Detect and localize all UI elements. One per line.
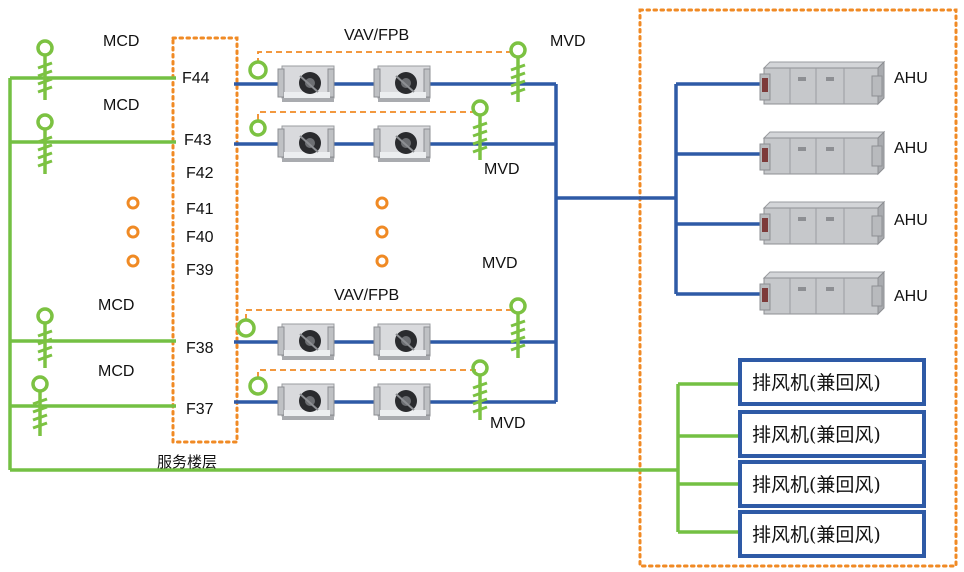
ahu-unit-icon	[759, 201, 885, 245]
ahu-label: AHU	[894, 288, 928, 305]
ahu-label: AHU	[894, 212, 928, 229]
exhaust-fan-box	[738, 358, 926, 406]
damper-icon	[509, 41, 527, 104]
ahu-unit-icon	[759, 131, 885, 175]
service-floor-boundary	[171, 36, 239, 444]
vav-controller-icons	[236, 60, 268, 396]
vav-box-icon	[277, 125, 335, 163]
vav-box-icon	[373, 125, 431, 163]
mcd-label: MCD	[103, 97, 139, 114]
mcd-label: MCD	[98, 363, 134, 380]
exhaust-fan-box	[738, 410, 926, 458]
floor-label-f39: F39	[186, 262, 214, 279]
floor-label-f37: F37	[186, 401, 214, 418]
service-floor-label: 服务楼层	[157, 453, 217, 471]
exhaust-fan-label: 排风机(兼回风)	[752, 524, 881, 546]
vav-box-icon	[277, 383, 335, 421]
exhaust-fan-box	[738, 510, 926, 558]
plant-room-boundary	[638, 8, 958, 568]
vav-box-icon	[373, 65, 431, 103]
floor-label-f38: F38	[186, 340, 214, 357]
vav-box-icon	[277, 323, 335, 361]
ahu-unit-icon	[759, 271, 885, 315]
floor-label-f44: F44	[182, 70, 210, 87]
damper-icon	[471, 99, 489, 162]
vav-fpb-label: VAV/FPB	[334, 287, 399, 304]
exhaust-fan-label: 排风机(兼回风)	[752, 372, 881, 394]
vav-box-icon	[373, 323, 431, 361]
exhaust-fan-box	[738, 460, 926, 508]
vav-fpb-label: VAV/FPB	[344, 27, 409, 44]
control-lines	[245, 51, 516, 378]
floor-label-f42: F42	[186, 165, 214, 182]
mcd-label: MCD	[98, 297, 134, 314]
mvd-label: MVD	[484, 161, 520, 178]
ahu-unit-icon	[759, 61, 885, 105]
ahu-label: AHU	[894, 140, 928, 157]
mvd-label: MVD	[550, 33, 586, 50]
floor-label-f41: F41	[186, 201, 214, 218]
ahu-label: AHU	[894, 70, 928, 87]
mvd-label: MVD	[490, 415, 526, 432]
floor-label-f40: F40	[186, 229, 214, 246]
damper-icon	[36, 113, 54, 176]
exhaust-fan-label: 排风机(兼回风)	[752, 424, 881, 446]
vav-box-icon	[277, 65, 335, 103]
ellipsis-dot-icon	[126, 196, 389, 268]
vav-box-icon	[373, 383, 431, 421]
mvd-label: MVD	[482, 255, 518, 272]
exhaust-network	[8, 76, 740, 534]
damper-icon	[36, 307, 54, 370]
floor-label-f43: F43	[184, 132, 212, 149]
mcd-label: MCD	[103, 33, 139, 50]
damper-icon	[509, 297, 527, 360]
damper-icon	[36, 39, 54, 102]
exhaust-fan-label: 排风机(兼回风)	[752, 474, 881, 496]
